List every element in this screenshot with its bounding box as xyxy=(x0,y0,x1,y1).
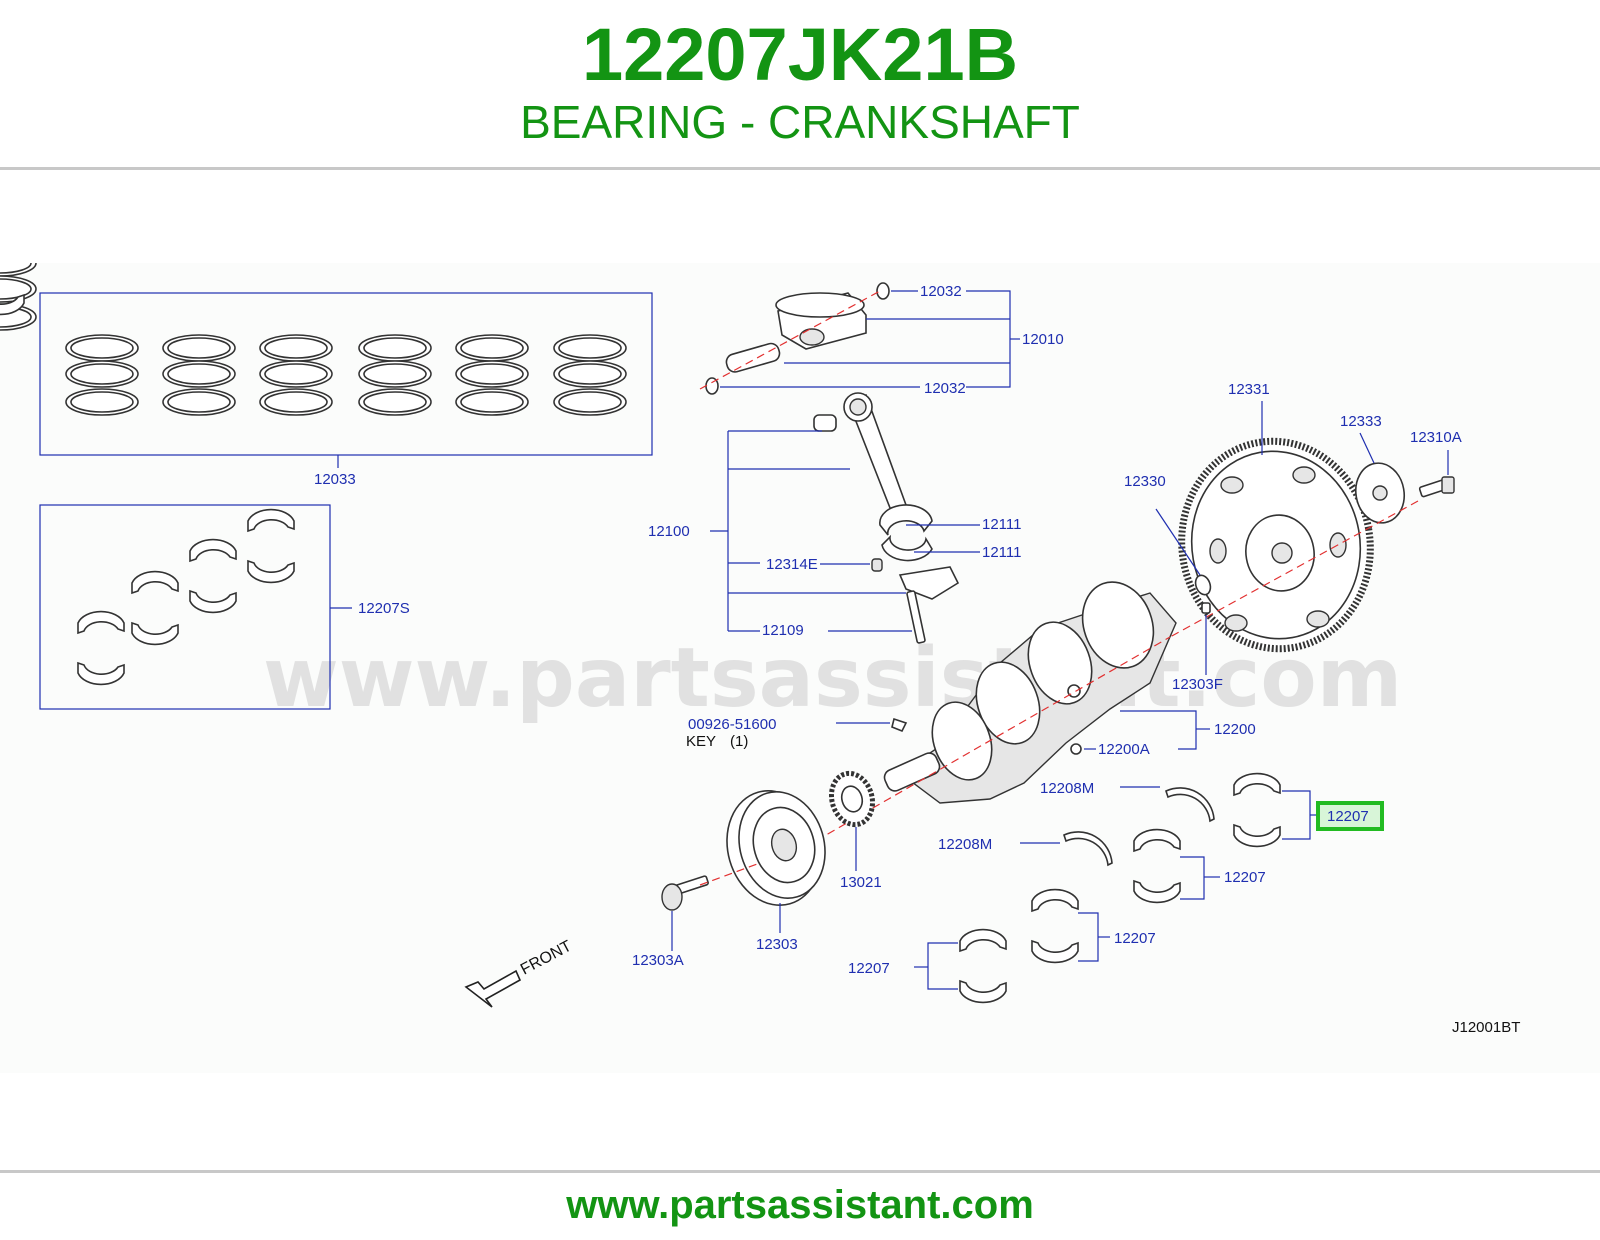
crankshaft[interactable]: 12200 12200A xyxy=(759,572,1256,874)
key-label: KEY xyxy=(686,733,716,750)
watermark-text: www.partsassistant.com xyxy=(263,631,1402,726)
exploded-view-svg: www.partsassistant.com 12033 xyxy=(0,263,1520,1036)
piston-assembly[interactable]: 12032 12032 12010 xyxy=(699,282,1064,397)
callout-12331[interactable]: 12331 xyxy=(1228,381,1270,398)
crank-ball-plug xyxy=(1070,743,1082,755)
callout-12033[interactable]: 12033 xyxy=(314,471,356,488)
page-header: 12207JK21B BEARING - CRANKSHAFT xyxy=(0,0,1600,168)
part-name-subtitle: BEARING - CRANKSHAFT xyxy=(520,96,1080,148)
footer-divider xyxy=(0,1170,1600,1173)
callout-12208M-a[interactable]: 12208M xyxy=(1040,780,1094,797)
callout-12111-a[interactable]: 12111 xyxy=(982,516,1022,533)
flywheel-bolt[interactable]: 12310A xyxy=(1410,429,1462,498)
main-bearing-c[interactable]: 12207 xyxy=(1031,888,1156,964)
callout-12310A[interactable]: 12310A xyxy=(1410,429,1462,446)
callout-12333[interactable]: 12333 xyxy=(1340,413,1382,430)
callout-12303A[interactable]: 12303A xyxy=(632,952,684,969)
callout-12208M-b[interactable]: 12208M xyxy=(938,836,992,853)
rod-nut xyxy=(871,558,883,572)
header-divider xyxy=(0,167,1600,170)
figure-code: J12001BT xyxy=(1452,1019,1520,1036)
callout-12032-top[interactable]: 12032 xyxy=(920,283,962,300)
rod-bolt xyxy=(906,590,926,644)
front-label: FRONT xyxy=(518,938,575,979)
bearing-set-box xyxy=(39,504,331,710)
callout-12200A[interactable]: 12200A xyxy=(1098,741,1150,758)
front-direction-indicator: FRONT xyxy=(464,938,575,1008)
crankshaft-pulley[interactable]: 12303 xyxy=(714,780,837,953)
crankshaft-sprocket[interactable]: 13021 xyxy=(826,768,882,891)
callout-12207-b[interactable]: 12207 xyxy=(1224,869,1266,886)
callout-12314E[interactable]: 12314E xyxy=(766,556,818,573)
highlight-box xyxy=(1316,801,1384,831)
connecting-rod[interactable]: 12100 12111 12111 12314E 12109 xyxy=(648,392,1022,644)
front-arrow-icon xyxy=(464,969,522,1008)
thrust-washer-lower[interactable]: 12208M xyxy=(938,831,1113,867)
piston-ring-set[interactable]: 12033 xyxy=(0,263,653,488)
main-bearing-highlighted[interactable]: 12207 xyxy=(1233,772,1384,848)
snap-ring-top xyxy=(876,282,890,300)
key-quantity: (1) xyxy=(730,733,748,750)
ring-set-box xyxy=(39,292,653,456)
main-bearing-set[interactable]: 12207S xyxy=(0,263,410,710)
callout-12207-highlighted[interactable]: 12207 xyxy=(1327,808,1369,825)
pulley-bolt[interactable]: 12303A xyxy=(632,862,761,969)
pilot-bushing[interactable]: 12330 12303F xyxy=(1124,473,1223,693)
reinforcement-plate[interactable]: 12333 xyxy=(1340,413,1409,527)
woodruff-key[interactable]: 00926-51600 KEY (1) xyxy=(686,716,908,750)
piston-pin xyxy=(725,342,781,373)
crank-nose xyxy=(883,752,941,792)
callout-12207-c[interactable]: 12207 xyxy=(1114,930,1156,947)
callout-12032-bottom[interactable]: 12032 xyxy=(924,380,966,397)
bearing-shell-pair xyxy=(0,293,25,316)
callout-12303[interactable]: 12303 xyxy=(756,936,798,953)
callout-00926-51600[interactable]: 00926-51600 xyxy=(688,716,776,733)
callout-12303F[interactable]: 12303F xyxy=(1172,676,1223,693)
rod-bearing-lower xyxy=(881,534,933,562)
rod-bushing xyxy=(813,414,837,432)
callout-12109[interactable]: 12109 xyxy=(762,622,804,639)
callout-12111-b[interactable]: 12111 xyxy=(982,544,1022,561)
main-bearing-d[interactable]: 12207 xyxy=(848,928,1007,1004)
thrust-washer-upper[interactable]: 12208M xyxy=(1040,780,1215,823)
callout-12100[interactable]: 12100 xyxy=(648,523,690,540)
parts-diagram: www.partsassistant.com 12033 xyxy=(0,263,1600,1073)
callout-12207-d[interactable]: 12207 xyxy=(848,960,890,977)
callout-12200[interactable]: 12200 xyxy=(1214,721,1256,738)
callout-13021[interactable]: 13021 xyxy=(840,874,882,891)
callout-12207S[interactable]: 12207S xyxy=(358,600,410,617)
main-bearing-b[interactable]: 12207 xyxy=(1133,828,1266,904)
part-number-title: 12207JK21B xyxy=(581,13,1019,96)
rod-bearing-upper xyxy=(879,504,933,536)
footer-website-link[interactable]: www.partsassistant.com xyxy=(566,1183,1034,1227)
callout-12330[interactable]: 12330 xyxy=(1124,473,1166,490)
callout-12010[interactable]: 12010 xyxy=(1022,331,1064,348)
